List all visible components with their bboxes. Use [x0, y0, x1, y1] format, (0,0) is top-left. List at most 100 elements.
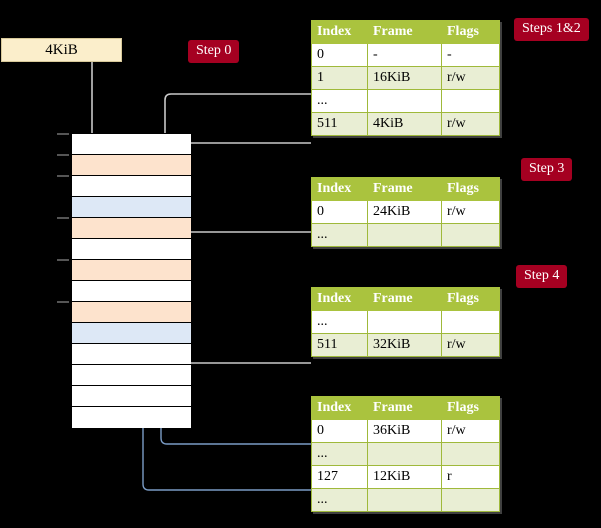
column-header-flags: Flags	[441, 287, 500, 311]
table-cell: 0	[311, 419, 368, 443]
column-header-frame: Frame	[367, 20, 442, 44]
memory-row	[72, 302, 191, 323]
column-header-frame: Frame	[367, 396, 442, 420]
memory-row	[72, 218, 191, 239]
memory-row	[72, 365, 191, 386]
table-cell	[441, 488, 500, 512]
virtual-page-label: 4KiB	[45, 42, 78, 58]
table-cell: r/w	[441, 66, 500, 90]
virtual-page-box: 4KiB	[1, 38, 122, 62]
table-cell: ...	[311, 310, 368, 334]
column-header-flags: Flags	[441, 396, 500, 420]
table-cell	[441, 223, 500, 247]
badge-step-4-label: Step 4	[524, 268, 560, 283]
table-cell: r/w	[441, 333, 500, 357]
column-header-index: Index	[311, 396, 368, 420]
table-cell: ...	[311, 223, 368, 247]
badge-steps-1-2: Steps 1&2	[514, 18, 589, 41]
column-header-frame: Frame	[367, 177, 442, 201]
table-cell: r/w	[441, 419, 500, 443]
badge-step-0: Step 0	[188, 40, 240, 63]
table-cell	[367, 488, 442, 512]
badge-step-4: Step 4	[516, 265, 568, 288]
table-cell	[441, 310, 500, 334]
table-row: 0--	[311, 43, 500, 67]
table-cell: -	[441, 43, 500, 67]
badge-step-3: Step 3	[521, 158, 573, 181]
memory-row-tick	[57, 217, 69, 219]
memory-row	[72, 323, 191, 344]
badge-steps-1-2-label: Steps 1&2	[522, 21, 581, 36]
table-cell: 0	[311, 200, 368, 224]
table-cell: 24KiB	[367, 200, 442, 224]
badge-step-3-label: Step 3	[529, 161, 565, 176]
table-cell	[367, 223, 442, 247]
memory-row	[72, 386, 191, 407]
table-row: ...	[311, 488, 500, 512]
memory-row	[72, 155, 191, 176]
memory-row-tick	[57, 154, 69, 156]
memory-row-tick	[57, 175, 69, 177]
table-cell: 32KiB	[367, 333, 442, 357]
table-cell: 511	[311, 112, 368, 136]
table-cell: 16KiB	[367, 66, 442, 90]
link-level1-row0-to-memory	[177, 231, 311, 262]
table-cell: 4KiB	[367, 112, 442, 136]
table-cell	[367, 310, 442, 334]
table-row: ...	[311, 310, 500, 334]
memory-row	[72, 281, 191, 302]
column-header-index: Index	[311, 177, 368, 201]
table-cell: 12KiB	[367, 465, 442, 489]
column-header-frame: Frame	[367, 287, 442, 311]
memory-row	[72, 176, 191, 197]
memory-row	[72, 197, 191, 218]
column-header-flags: Flags	[441, 177, 500, 201]
table-row: ...	[311, 442, 500, 466]
table-cell: r/w	[441, 200, 500, 224]
column-header-flags: Flags	[441, 20, 500, 44]
table-cell: ...	[311, 442, 368, 466]
table-cell: 1	[311, 66, 368, 90]
table-row: ...	[311, 223, 500, 247]
memory-row-tick	[57, 301, 69, 303]
table-cell	[367, 89, 442, 113]
table-cell: 127	[311, 465, 368, 489]
table-cell	[367, 442, 442, 466]
memory-row	[72, 239, 191, 260]
table-cell: r/w	[441, 112, 500, 136]
table-cell: -	[367, 43, 442, 67]
physical-memory-column	[71, 133, 191, 428]
memory-row	[72, 344, 191, 365]
table-cell: 511	[311, 333, 368, 357]
table-cell: ...	[311, 488, 368, 512]
memory-row-tick	[57, 133, 69, 135]
badge-step-0-label: Step 0	[196, 43, 232, 58]
column-header-index: Index	[311, 20, 368, 44]
memory-row	[72, 260, 191, 281]
link-level0-511-to-memory	[178, 142, 311, 156]
table-row: ...	[311, 89, 500, 113]
memory-row-tick	[57, 259, 69, 261]
table-cell: ...	[311, 89, 368, 113]
memory-row	[72, 134, 191, 155]
memory-row	[72, 407, 191, 428]
table-cell: r	[441, 465, 500, 489]
table-cell: 36KiB	[367, 419, 442, 443]
table-cell: 0	[311, 43, 368, 67]
table-cell	[441, 442, 500, 466]
